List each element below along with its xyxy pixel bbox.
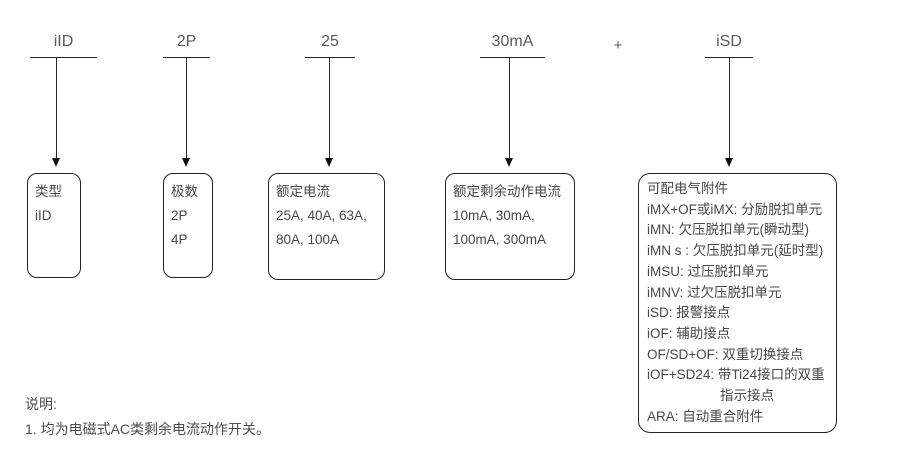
accessory-item: ARA: 自动重合附件 [647,408,764,424]
arrow-line-residual-current [509,58,510,159]
rated-current-box: 额定电流 25A, 40A, 63A, 80A, 100A [268,173,385,280]
code-segment-poles: 2P [176,33,197,50]
arrow-head-icon [325,158,333,167]
rated-current-box-line: 25A, 40A, 63A, [276,208,367,223]
type-box-title: 类型 [35,184,62,199]
residual-current-box: 额定剩余动作电流 10mA, 30mA, 100mA, 300mA [445,173,575,280]
residual-current-box-line: 10mA, 30mA, [453,208,535,223]
arrow-head-icon [182,158,190,167]
accessory-item: iOF: 辅助接点 [647,325,731,341]
rated-current-box-line: 80A, 100A [276,232,340,247]
arrow-head-icon [725,158,733,167]
type-box: 类型 iID [27,173,81,278]
rated-current-box-title: 额定电流 [276,184,330,199]
code-segment-residual-current: 30mA [491,33,534,50]
underline-poles [163,57,210,58]
accessory-item: OF/SD+OF: 双重切换接点 [647,346,804,362]
accessory-item: iMSU: 过压脱扣单元 [647,263,769,279]
underline-accessory [705,57,753,58]
plus-separator: + [613,37,623,54]
accessories-box: 可配电气附件 iMX+OF或iMX: 分励脱扣单元 iMN: 欠压脱扣单元(瞬动… [638,173,837,433]
poles-box-title: 极数 [171,184,198,199]
arrow-head-icon [52,158,60,167]
arrow-line-accessory [729,58,730,159]
underline-type [30,57,97,58]
code-segment-type: iID [53,33,74,50]
type-box-line: iID [35,208,52,223]
underline-rated-current [305,57,355,58]
notes-item: 1. 均为电磁式AC类剩余电流动作开关。 [25,421,271,437]
accessory-item: iOF+SD24: 带Ti24接口的双重 [647,367,825,383]
arrow-head-icon [505,158,513,167]
poles-box-line: 4P [171,232,188,247]
code-segment-accessory: iSD [716,33,742,50]
underline-residual-current [480,57,545,58]
notes: 说明: 1. 均为电磁式AC类剩余电流动作开关。 [25,392,270,442]
poles-box-line: 2P [171,208,188,223]
arrow-line-type [56,58,57,159]
accessories-box-title: 可配电气附件 [647,181,728,196]
residual-current-box-line: 100mA, 300mA [453,232,547,247]
notes-heading: 说明: [25,396,57,412]
accessory-item: iMN s : 欠压脱扣单元(延时型) [647,243,824,259]
accessory-item: iMNV: 过欠压脱扣单元 [647,284,782,300]
code-segment-rated-current: 25 [321,33,339,50]
residual-current-box-title: 额定剩余动作电流 [453,184,561,199]
poles-box: 极数 2P 4P [163,173,213,278]
accessory-item: iMX+OF或iMX: 分励脱扣单元 [647,201,823,217]
accessory-item: iMN: 欠压脱扣单元(瞬动型) [647,222,809,238]
accessory-item-continuation: 指示接点 [720,388,774,404]
arrow-line-rated-current [329,58,330,159]
accessory-item: iSD: 报警接点 [647,305,731,321]
arrow-line-poles [186,58,187,159]
